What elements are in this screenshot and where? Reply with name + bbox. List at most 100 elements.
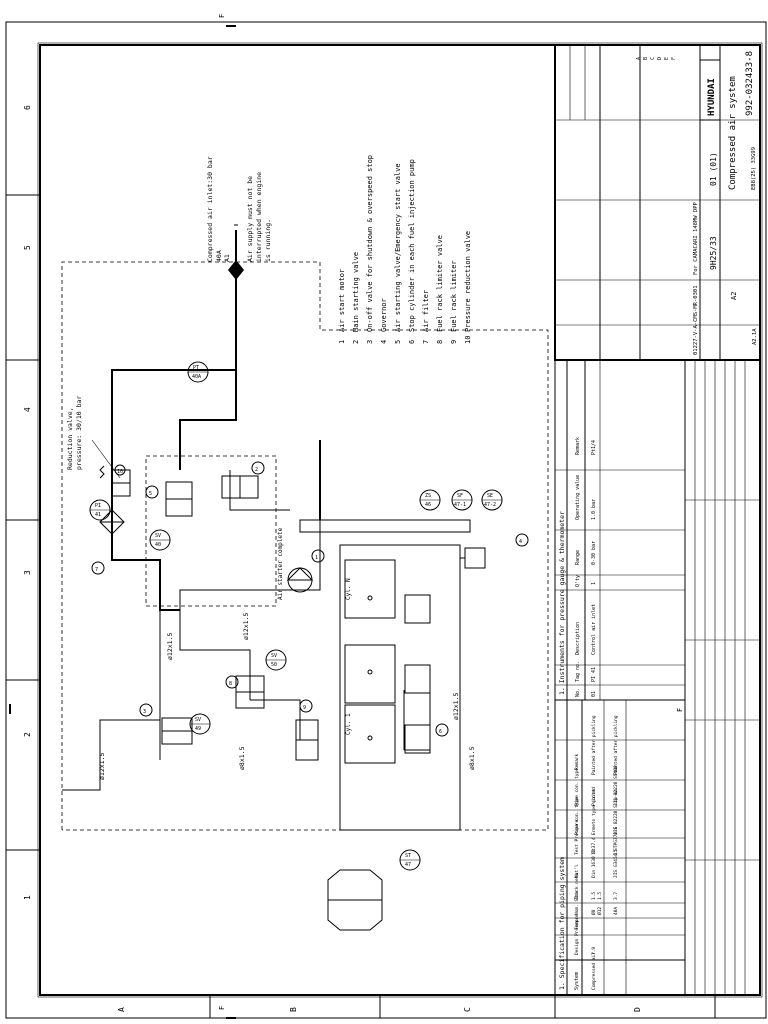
svg-text:Painted after pickling: Painted after pickling [591, 715, 597, 775]
fuel-rack-limiter-valve: 8 [225, 675, 265, 709]
svg-text:Governor: Governor [380, 298, 388, 332]
legend-item: 5 Air starting valve/Emergency start val… [394, 163, 402, 344]
project-ref: 01227-V-A-CMS-MR-0301 [693, 285, 699, 355]
svg-text:47-2: 47-2 [484, 502, 496, 508]
pipe-labels: ø12x1.5 ø12x1.5 ø8x1.5 ø12x1.5 ø8x1.5 ø1… [98, 613, 476, 780]
svg-text:15: 15 [613, 849, 619, 855]
engine-type: 9H25/33 [709, 236, 718, 270]
engine-block: Cyl. N Cyl. 1 6 4 [299, 519, 529, 831]
zone-number: 2 [23, 732, 32, 737]
svg-text:3: 3 [143, 709, 146, 715]
svg-text:6: 6 [439, 729, 442, 735]
cylinder-1-label: Cyl. 1 [345, 713, 352, 735]
pt40a: PT 40A [187, 361, 209, 383]
svg-text:5: 5 [394, 340, 402, 344]
zone-number: 4 [23, 407, 32, 412]
supply-warning: Air supply must not be [246, 176, 254, 262]
svg-text:Main starting valve: Main starting valve [352, 252, 360, 332]
piping-spec-table: 1. Specification for piping system Syste… [554, 699, 686, 996]
svg-text:Stop cylinder in each fuel inj: Stop cylinder in each fuel injection pum… [408, 159, 416, 332]
revision-marks: A B C D E F [636, 57, 677, 60]
column-header: Pipe con. type [574, 768, 580, 806]
fuel-rack-limiter: 9 [295, 699, 319, 761]
svg-text:PI 41: PI 41 [591, 667, 597, 682]
air-starting-valve: 5 [145, 481, 193, 517]
legend-list: 1 Air start motor 2 Main starting valve … [338, 155, 472, 344]
svg-text:JIS B2220 Slip-on: JIS B2220 Slip-on [613, 789, 619, 835]
svg-text:Air starting valve/Emergency s: Air starting valve/Emergency start valve [394, 163, 402, 332]
svg-text:7: 7 [95, 567, 98, 573]
zone-number: 3 [23, 570, 32, 575]
paper-size: A2 [730, 292, 738, 300]
engine-no: EB8(25) 33G99 [751, 147, 757, 190]
supply-warning: is running. [264, 219, 272, 262]
air-starter-label: Air starter complete [277, 527, 284, 600]
column-header: Nom. Size [574, 890, 580, 915]
column-header: Remark [575, 437, 581, 455]
instruments-table: 1. Instruments for pressure gauge & ther… [554, 359, 686, 701]
svg-text:D: D [657, 57, 663, 60]
legend-item: 8 Fuel rack limiter valve [436, 235, 444, 344]
legend-item: 6 Stop cylinder in each fuel injection p… [408, 159, 416, 344]
ship-no: A2.1A [752, 328, 758, 345]
svg-text:9: 9 [450, 340, 458, 344]
column-header: No. [575, 688, 581, 697]
on-off-valve: 3 [139, 703, 193, 745]
sheet-number: 01 (01) [709, 152, 718, 186]
svg-text:1: 1 [338, 340, 346, 344]
sv50: SV 50 [265, 649, 287, 671]
svg-text:F: F [218, 1006, 226, 1010]
legend-item: 1 Air start motor [338, 269, 346, 344]
zone-letter: A [117, 1007, 126, 1012]
svg-text:8: 8 [229, 681, 232, 687]
svg-text:ZS: ZS [425, 493, 431, 499]
svg-text:Fuel rack limiter valve: Fuel rack limiter valve [436, 235, 444, 332]
air-starter-motor: Air starter complete 1 [145, 455, 325, 607]
revision-grid [684, 359, 761, 996]
svg-text:Reduction valve,: Reduction valve, [66, 407, 74, 470]
svg-text:41: 41 [95, 512, 101, 518]
cut-marks: F F F [9, 14, 761, 1019]
pipe-label: ø8x1.5 [468, 746, 476, 770]
svg-text:B: B [643, 57, 649, 60]
svg-text:1.5: 1.5 [597, 892, 603, 900]
svg-text:Pt1/4: Pt1/4 [591, 440, 597, 455]
column-header: Design Pressure [574, 914, 580, 955]
column-header: Range [575, 550, 581, 565]
svg-text:SV: SV [271, 653, 277, 659]
sensors: ZS 46 SF 47-1 SE 47-2 [419, 489, 503, 511]
column-header: Mat'l [574, 864, 580, 878]
main-starting-valve: 2 [221, 461, 265, 499]
svg-text:1: 1 [591, 582, 597, 585]
table-row: Compressed air 7.9 Ø8 1.5 Din 1630 St37.… [590, 715, 597, 990]
legend-item: 9 Fuel rack limiter [450, 260, 458, 344]
svg-text:47-1: 47-1 [454, 502, 466, 508]
svg-text:01: 01 [591, 691, 597, 697]
svg-text:Ø12: Ø12 [596, 907, 603, 915]
svg-text:Painted after pickling: Painted after pickling [613, 715, 619, 775]
pipe-label: ø12x1.5 [452, 693, 460, 720]
air-inlet: Compressed air inlet:30 bar 40A A1 Air s… [206, 156, 272, 300]
svg-text:PI: PI [95, 503, 101, 509]
pipe-label: ø12x1.5 [98, 753, 106, 780]
column-header: Operating value [575, 475, 581, 520]
svg-text:SV: SV [195, 717, 201, 723]
column-header: Thick ness [574, 873, 580, 900]
svg-text:Pointed: Pointed [591, 787, 597, 806]
svg-text:Air filter: Air filter [422, 290, 430, 332]
svg-text:2: 2 [255, 467, 258, 473]
svg-text:9: 9 [303, 705, 306, 711]
svg-text:SF: SF [457, 493, 463, 499]
svg-text:7: 7 [422, 340, 430, 344]
svg-text:Pressure reduction valve: Pressure reduction valve [464, 231, 472, 332]
title-block: HYUNDAI Compressed air system 992-032433… [554, 44, 761, 361]
svg-text:1.0 bar: 1.0 bar [591, 499, 597, 520]
svg-text:F: F [671, 57, 677, 60]
svg-text:4: 4 [519, 539, 522, 545]
legend-item: 4 Governor [380, 298, 388, 344]
pi41-gauge: PI 41 [89, 499, 111, 521]
zone-letters: A B C D [117, 1007, 642, 1012]
svg-text:Compressed air: Compressed air [591, 952, 597, 990]
main-piping [62, 300, 431, 791]
